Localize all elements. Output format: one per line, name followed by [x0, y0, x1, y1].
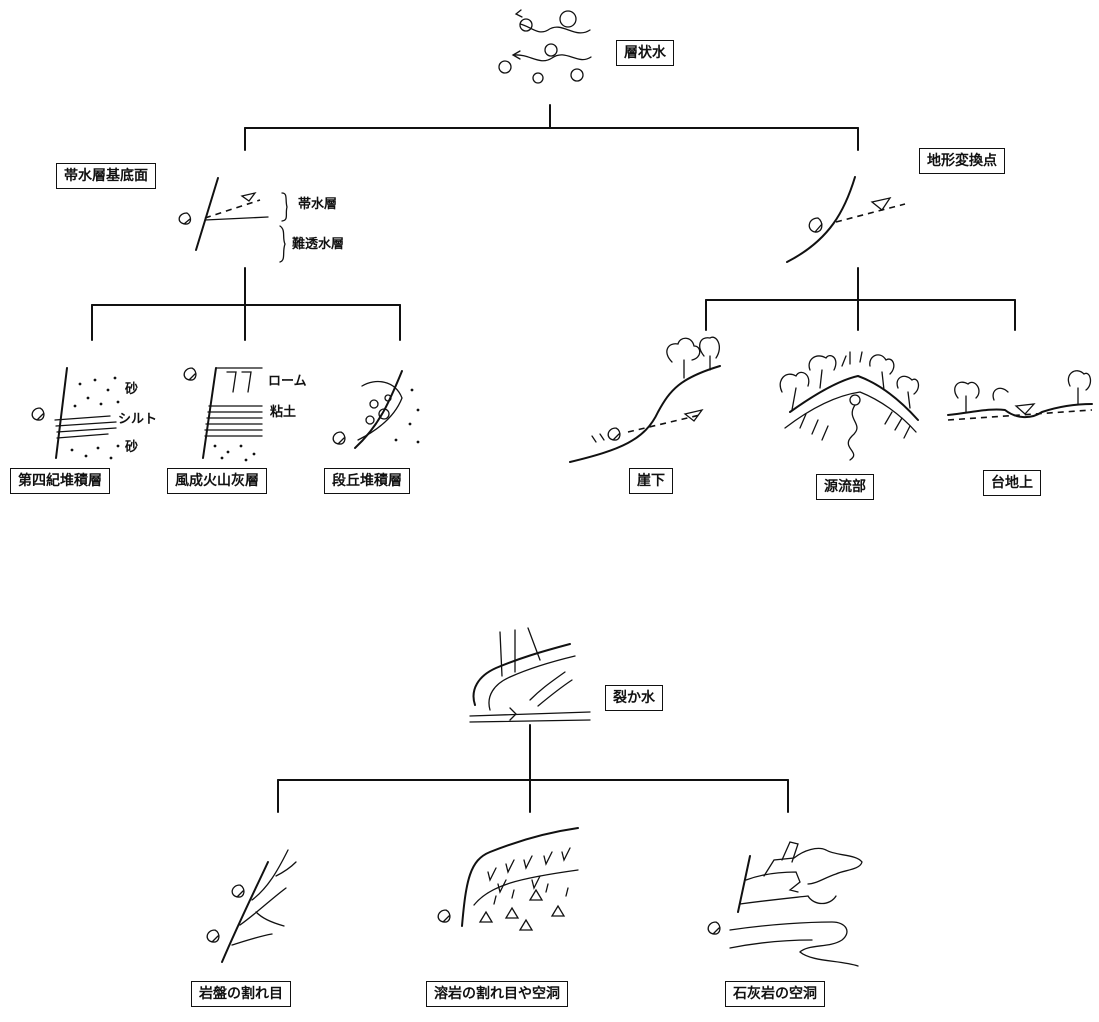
- limestone-cave-icon: [708, 842, 862, 966]
- aquifer-text: 帯水層: [298, 197, 337, 213]
- cliff-base-icon: [570, 337, 720, 462]
- landform-change-label: 地形変換点: [919, 148, 1005, 174]
- lava-fissure-label: 溶岩の割れ目や空洞: [426, 981, 568, 1007]
- lava-fissure-icon: [438, 828, 578, 930]
- loam-text: ローム: [268, 374, 307, 390]
- cliff-base-label: 崖下: [629, 468, 673, 494]
- fissure-water-label: 裂か水: [605, 685, 663, 711]
- volcanic-ash-icon: [184, 368, 262, 461]
- sand-bottom-text: 砂: [125, 440, 138, 456]
- fissure-water-icon: [470, 628, 590, 722]
- terrace-deposits-icon: [333, 371, 419, 448]
- volcanic-ash-label: 風成火山灰層: [167, 468, 267, 494]
- limestone-cave-label: 石灰岩の空洞: [725, 981, 825, 1007]
- terrace-deposits-label: 段丘堆積層: [324, 468, 410, 494]
- silt-text: シルト: [118, 412, 157, 428]
- plateau-icon: [948, 371, 1092, 420]
- tree-connectors-bottom: [278, 725, 788, 812]
- clay-text: 粘土: [270, 405, 296, 421]
- headwater-icon: [780, 352, 918, 460]
- bedrock-fissure-icon: [207, 850, 296, 962]
- sand-top-text: 砂: [125, 382, 138, 398]
- aquitard-text: 難透水層: [292, 237, 344, 253]
- quaternary-deposits-label: 第四紀堆積層: [10, 468, 110, 494]
- quaternary-deposits-icon: [32, 368, 119, 459]
- plateau-label: 台地上: [983, 470, 1041, 496]
- bedrock-fissure-label: 岩盤の割れ目: [191, 981, 291, 1007]
- layered-water-label: 層状水: [616, 40, 674, 66]
- aquifer-base-icon: [179, 178, 287, 262]
- headwater-label: 源流部: [816, 474, 874, 500]
- aquifer-base-label: 帯水層基底面: [56, 163, 156, 189]
- tree-connectors-top: [92, 105, 1015, 340]
- layered-water-icon: [499, 10, 591, 83]
- landform-change-icon: [787, 177, 905, 262]
